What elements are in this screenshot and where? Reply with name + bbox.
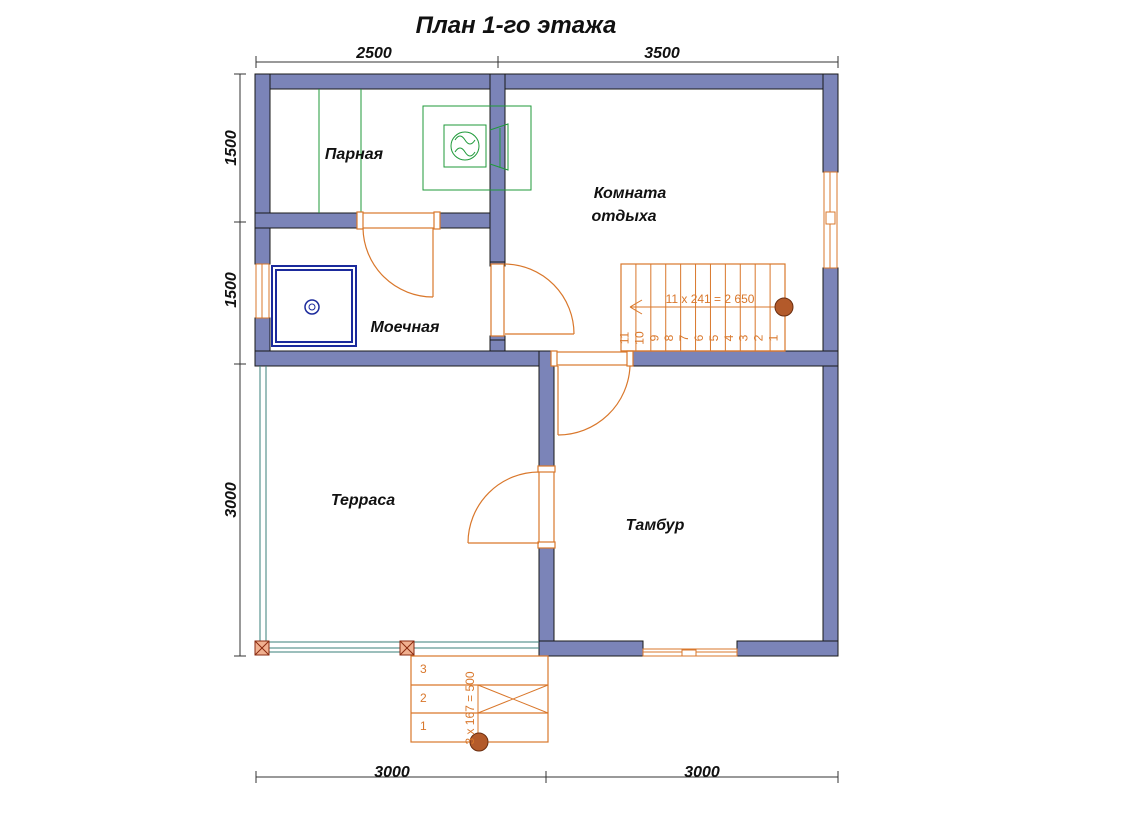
porch-staircase: 3 x 167 = 500 3 2 1 bbox=[410, 655, 549, 752]
inner-stair-label: 11 x 241 = 2 650 bbox=[666, 292, 755, 306]
dim-top-right: 3500 bbox=[644, 45, 680, 62]
plan-title: План 1-го этажа bbox=[416, 12, 617, 39]
dim-bottom-right: 3000 bbox=[684, 764, 720, 781]
terrace-railing bbox=[254, 366, 539, 656]
room-vestibule: Тамбур bbox=[626, 517, 685, 534]
steam-room-benches bbox=[318, 89, 362, 213]
shower-tray-icon bbox=[271, 265, 357, 347]
porch-stair-label: 3 x 167 = 500 bbox=[463, 671, 477, 744]
inner-step-number: 8 bbox=[662, 334, 676, 341]
dim-top-left: 2500 bbox=[355, 45, 392, 62]
inner-step-number: 10 bbox=[632, 331, 646, 345]
inner-step-number: 6 bbox=[692, 334, 706, 341]
inner-step-number: 11 bbox=[617, 331, 631, 344]
walls bbox=[254, 73, 839, 657]
stove-icon bbox=[422, 105, 532, 191]
room-rest-line2: отдыха bbox=[592, 208, 657, 225]
inner-step-number: 2 bbox=[752, 334, 766, 341]
inner-step-number: 5 bbox=[707, 334, 721, 341]
inner-step-number: 7 bbox=[677, 334, 691, 341]
doors bbox=[356, 211, 634, 549]
inner-step-number: 9 bbox=[647, 334, 661, 341]
porch-step-2: 2 bbox=[420, 691, 427, 705]
room-terrace: Терраса bbox=[331, 492, 395, 509]
dim-left-lower: 3000 bbox=[223, 482, 240, 518]
dim-bottom-left: 3000 bbox=[374, 764, 410, 781]
room-rest-line1: Комната bbox=[594, 185, 667, 202]
inner-step-number: 4 bbox=[722, 334, 736, 341]
room-wash: Моечная bbox=[371, 319, 440, 336]
dim-left-middle: 1500 bbox=[223, 272, 240, 308]
dim-left-upper: 1500 bbox=[223, 130, 240, 166]
room-steam: Парная bbox=[325, 146, 384, 163]
porch-step-3: 3 bbox=[420, 662, 427, 676]
dimension-lines bbox=[234, 56, 839, 783]
windows bbox=[255, 171, 838, 657]
inner-step-number: 1 bbox=[767, 334, 781, 341]
porch-step-1: 1 bbox=[420, 719, 427, 733]
inner-step-number: 3 bbox=[737, 334, 751, 341]
